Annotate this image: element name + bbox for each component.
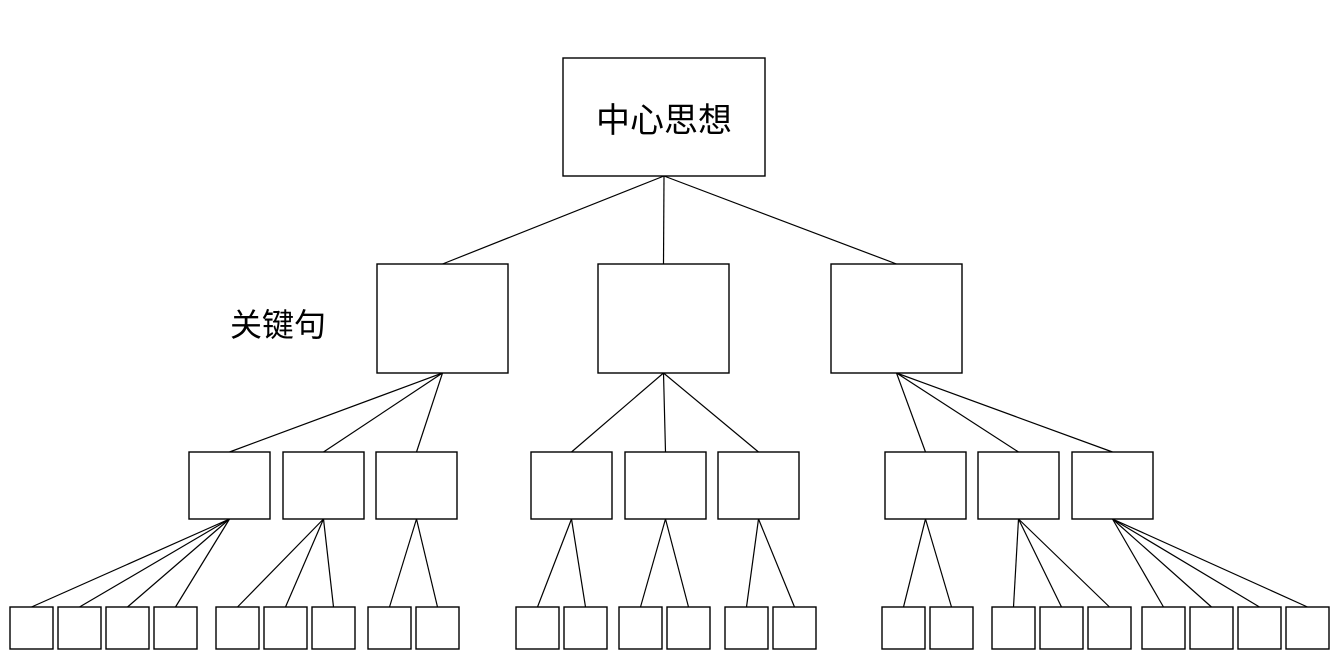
node-boxes <box>9 57 1330 650</box>
leaf-node-box <box>1189 606 1234 650</box>
detail-node-box <box>530 451 613 520</box>
edge-detail-to-leaf <box>757 518 796 608</box>
edge-key-sentence-to-detail <box>663 372 759 453</box>
leaf-node-box <box>153 606 198 650</box>
detail-node-box <box>1071 451 1154 520</box>
edge-detail-to-leaf <box>1112 518 1308 608</box>
edge-detail-to-leaf <box>388 518 418 608</box>
key-sentence-label: 关键句 <box>230 306 327 344</box>
edge-detail-to-leaf <box>31 518 230 608</box>
edge-key-sentence-to-detail <box>896 372 1113 453</box>
edge-detail-to-leaf <box>415 518 439 608</box>
leaf-node-box <box>311 606 356 650</box>
edge-key-sentence-to-detail <box>896 372 1019 453</box>
edge-detail-to-leaf <box>237 518 324 608</box>
leaf-node-box <box>666 606 711 650</box>
detail-node-box <box>717 451 800 520</box>
leaf-node-box <box>563 606 608 650</box>
leaf-node-box <box>1285 606 1330 650</box>
detail-node-box <box>375 451 458 520</box>
detail-node-box <box>282 451 365 520</box>
key-sentence-node-box <box>376 263 509 374</box>
leaf-node-box <box>1237 606 1282 650</box>
leaf-node-box <box>618 606 663 650</box>
leaf-node-box <box>263 606 308 650</box>
root-node-label: 中心思想 <box>596 100 732 141</box>
detail-node-box <box>624 451 707 520</box>
edge-root-to-key-sentence <box>442 175 665 265</box>
leaf-node-box <box>1087 606 1132 650</box>
leaf-node-box <box>367 606 412 650</box>
edge-detail-to-leaf <box>174 518 231 608</box>
leaf-node-box <box>415 606 460 650</box>
leaf-node-box <box>991 606 1036 650</box>
edge-detail-to-leaf <box>127 518 230 608</box>
detail-node-box <box>977 451 1060 520</box>
edge-detail-to-leaf <box>664 518 690 608</box>
leaf-node-box <box>724 606 769 650</box>
edge-key-sentence-to-detail <box>895 372 927 453</box>
edge-detail-to-leaf <box>536 518 573 608</box>
detail-node-box <box>188 451 271 520</box>
edge-detail-to-leaf <box>1112 518 1260 608</box>
edge-key-sentence-to-detail <box>662 372 667 453</box>
edge-key-sentence-to-detail <box>323 372 443 453</box>
key-sentence-node-box <box>597 263 730 374</box>
edge-detail-to-leaf <box>639 518 667 608</box>
leaf-node-box <box>1039 606 1084 650</box>
root-node-box <box>562 57 766 177</box>
leaf-node-box <box>215 606 260 650</box>
detail-node-box <box>884 451 967 520</box>
leaf-node-box <box>9 606 54 650</box>
leaf-node-box <box>772 606 817 650</box>
edge-detail-to-leaf <box>1018 518 1110 608</box>
edge-detail-to-leaf <box>745 518 760 608</box>
edge-detail-to-leaf <box>79 518 230 608</box>
edge-key-sentence-to-detail <box>229 372 443 453</box>
leaf-node-box <box>929 606 974 650</box>
edge-detail-to-leaf <box>1012 518 1020 608</box>
connector-lines <box>31 175 1308 608</box>
edge-detail-to-leaf <box>1111 518 1165 608</box>
leaf-node-box <box>515 606 560 650</box>
edge-root-to-key-sentence <box>662 175 665 265</box>
leaf-node-box <box>881 606 926 650</box>
leaf-node-box <box>57 606 102 650</box>
edge-detail-to-leaf <box>1017 518 1063 608</box>
edge-detail-to-leaf <box>284 518 325 608</box>
edge-key-sentence-to-detail <box>571 372 664 453</box>
key-sentence-node-box <box>830 263 963 374</box>
edge-detail-to-leaf <box>902 518 927 608</box>
leaf-node-box <box>105 606 150 650</box>
edge-key-sentence-to-detail <box>415 372 444 453</box>
leaf-node-box <box>1141 606 1186 650</box>
edge-root-to-key-sentence <box>663 175 897 265</box>
edge-detail-to-leaf <box>570 518 587 608</box>
edge-detail-to-leaf <box>1112 518 1212 608</box>
edge-detail-to-leaf <box>322 518 335 608</box>
edge-detail-to-leaf <box>924 518 953 608</box>
